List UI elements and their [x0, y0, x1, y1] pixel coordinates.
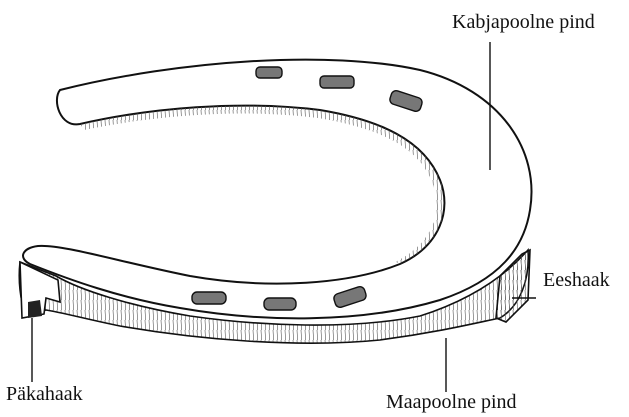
nail-hole: [192, 292, 226, 304]
label-hoof-surface: Kabjapoolne pind: [452, 12, 595, 32]
label-toe-clip: Eeshaak: [543, 270, 610, 290]
label-ground-surface: Maapoolne pind: [386, 392, 517, 412]
nail-hole: [256, 67, 282, 78]
label-heel-calk: Päkahaak: [6, 384, 83, 404]
heel-calk-dark: [28, 300, 42, 318]
nail-hole: [264, 298, 296, 310]
nail-hole: [320, 76, 354, 88]
shoe-top-surface: [23, 60, 531, 319]
